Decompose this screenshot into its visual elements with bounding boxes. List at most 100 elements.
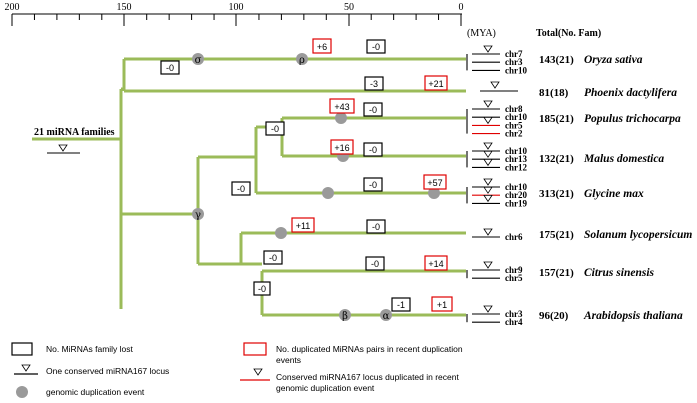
legend-dup-label: No. duplicated MiRNAs pairs in recent du… — [276, 344, 463, 354]
dup-box — [291, 217, 315, 233]
lost-box — [265, 121, 285, 136]
species-name: Solanum lycopersicum — [584, 229, 692, 241]
wgd-dot — [339, 309, 351, 321]
dup-box — [424, 75, 448, 91]
species-name: Arabidopsis thaliana — [583, 310, 683, 322]
chromosome-label: chr5 — [505, 120, 523, 130]
lost-box-label: -3 — [370, 79, 378, 89]
axis-tick-label: 200 — [5, 2, 20, 13]
locus-triangle-icon — [483, 186, 493, 194]
locus-triangle-icon — [483, 305, 493, 313]
legend-dup-swatch — [243, 342, 267, 356]
chromosome-label: chr10 — [505, 182, 527, 192]
chromosome-label: chr8 — [505, 104, 523, 114]
locus-triangle-icon — [483, 100, 493, 108]
chromosome-label: chr12 — [505, 162, 527, 172]
dup-box-label: +57 — [427, 178, 442, 188]
lost-box-label: -0 — [369, 180, 377, 190]
locus-triangle-icon — [253, 368, 263, 376]
species-total: 143(21) — [539, 54, 574, 66]
axis-tick-label: 50 — [344, 2, 354, 13]
legend-dup-locus-label-2: genomic duplication event — [276, 383, 375, 393]
lost-box — [366, 219, 386, 234]
locus-triangle-icon — [483, 150, 493, 158]
locus-triangle-icon — [483, 178, 493, 186]
chromosome-label: chr4 — [505, 317, 523, 327]
legend-wgd-label: genomic duplication event — [46, 387, 145, 397]
lost-box-label: -0 — [271, 124, 279, 134]
species-total: 175(21) — [539, 229, 574, 241]
axis-tick-label: 150 — [117, 2, 132, 13]
locus-triangle-icon — [483, 261, 493, 269]
dup-box-label: +14 — [428, 259, 443, 269]
lost-box-label: -0 — [166, 63, 174, 73]
species-total: 81(18) — [539, 87, 569, 99]
lost-box — [363, 177, 383, 192]
species-name: Citrus sinensis — [584, 267, 655, 279]
locus-triangle-icon — [483, 117, 493, 125]
wgd-label: γ — [195, 210, 201, 221]
root-locus-icon — [58, 144, 68, 152]
dup-box-label: +21 — [428, 79, 443, 89]
locus-triangle-icon — [483, 45, 493, 53]
axis-minor-ticks — [33, 14, 440, 20]
species-name: Phoenix dactylifera — [584, 87, 677, 99]
dup-boxes: +6 +21 +43 +16 +57 +11 +14 +1 — [291, 38, 453, 312]
wgd-label: ρ — [299, 55, 305, 66]
wgd-dot — [428, 187, 440, 199]
axis-tick-label: 0 — [459, 2, 464, 13]
dup-box-label: +11 — [296, 221, 311, 231]
chromosome-label: chr3 — [505, 309, 523, 319]
chromosome-label: chr10 — [505, 146, 527, 156]
locus-triangle-icon — [483, 228, 493, 236]
locus-triangle-icon — [21, 364, 31, 372]
locus-triangle-icon — [483, 142, 493, 150]
lost-box — [391, 297, 411, 312]
wgd-label: σ — [195, 55, 202, 66]
dup-box-label: +43 — [334, 102, 349, 112]
lost-box-label: -0 — [258, 284, 266, 294]
species-total: 313(21) — [539, 188, 574, 200]
dup-box — [423, 174, 447, 190]
chromosome-label: chr3 — [505, 57, 523, 67]
lost-box-label: -0 — [371, 259, 379, 269]
wgd-dot — [192, 208, 204, 220]
legend: No. MiRNAs family lost One conserved miR… — [11, 342, 463, 398]
axis-unit: (MYA) — [467, 28, 496, 39]
dup-box-label: +16 — [334, 143, 349, 153]
dup-box — [329, 98, 355, 114]
wgd-label: α — [383, 311, 390, 322]
dup-box — [431, 296, 453, 312]
species-name: Populus trichocarpa — [584, 113, 681, 125]
dup-box-label: +6 — [317, 42, 327, 52]
legend-lost-swatch — [11, 342, 33, 356]
species-total: 96(20) — [539, 310, 569, 322]
lost-box — [366, 39, 386, 54]
chromosome-label: chr5 — [505, 273, 523, 283]
species-name: Glycine max — [584, 188, 644, 200]
chromosome-label: chr19 — [505, 198, 527, 208]
lost-box — [263, 250, 283, 265]
wgd-dot — [296, 53, 308, 65]
wgd-dot — [275, 227, 287, 239]
legend-dup-label-2: events — [276, 355, 301, 365]
dup-box — [424, 255, 448, 271]
chromosome-label: chr13 — [505, 154, 527, 164]
species-name: Malus domestica — [583, 153, 664, 165]
chromosome-label: chr9 — [505, 265, 523, 275]
locus-triangle-icon — [490, 81, 500, 89]
legend-dup-locus-label: Conserved miRNA167 locus duplicated in r… — [276, 372, 459, 382]
total-header: Total(No. Fam) — [536, 28, 601, 39]
locus-triangle-icon — [483, 195, 493, 203]
lost-box — [365, 256, 385, 271]
wgd-label: β — [342, 311, 348, 322]
chromosome-label: chr10 — [505, 65, 527, 75]
species-name: Oryza sativa — [584, 54, 643, 66]
dup-box — [330, 139, 354, 155]
time-axis: 200 150 100 50 0 (MYA) Total(No. Fam) — [5, 2, 602, 39]
lost-box-label: -0 — [372, 42, 380, 52]
wgd-dot — [335, 112, 347, 124]
legend-lost-label: No. MiRNAs family lost — [46, 344, 134, 354]
loci-group: chr7chr3chr10chr8chr10chr5chr2chr10chr13… — [466, 45, 527, 327]
